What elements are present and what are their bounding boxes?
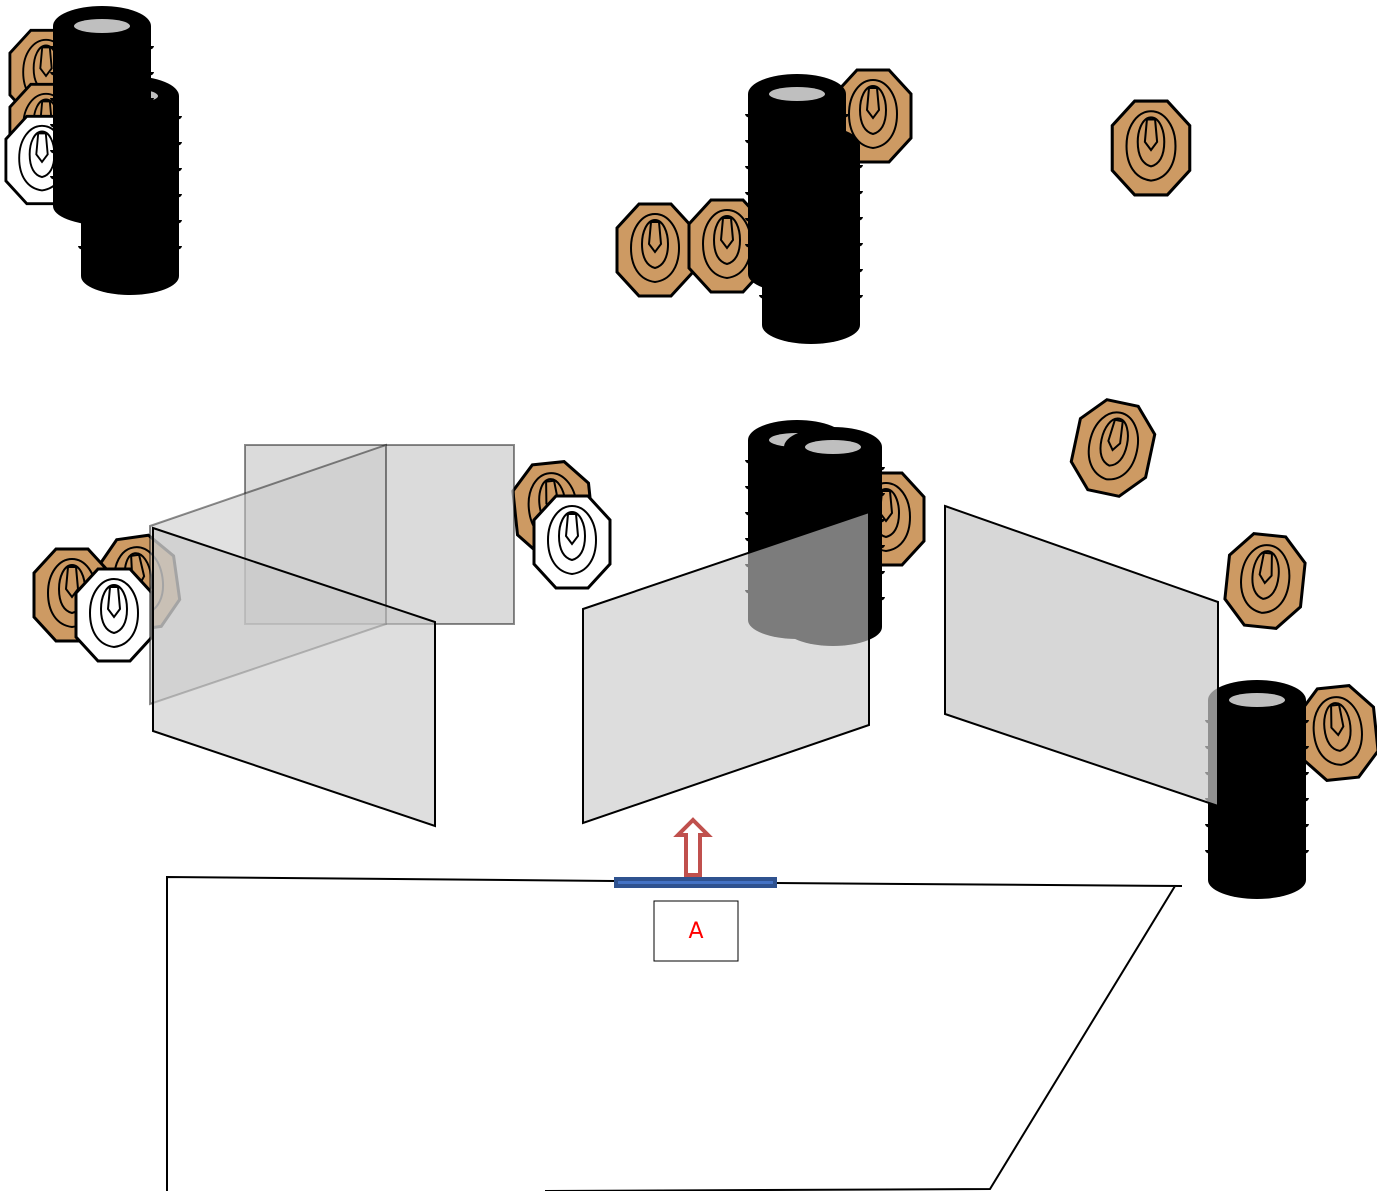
no-shoot-target-icon	[74, 567, 154, 663]
barrel-stack-icon	[50, 4, 154, 227]
start-position-label: A	[688, 919, 703, 944]
wall-panel-icon	[944, 504, 1219, 808]
fault-line	[614, 877, 777, 888]
arrow-up-icon	[673, 817, 713, 877]
paper-target-icon	[615, 202, 695, 298]
barrel-stack-icon	[1205, 678, 1309, 901]
paper-target-icon	[1293, 681, 1377, 785]
paper-target-icon	[1110, 99, 1192, 197]
wall-panel-icon	[152, 526, 436, 828]
shooting-area-boundary	[166, 875, 1183, 1191]
barrel-stack-icon	[745, 72, 849, 295]
start-label-box	[653, 900, 739, 962]
no-shoot-target-icon	[532, 494, 612, 590]
paper-target-icon	[1220, 529, 1310, 633]
paper-target-icon	[1064, 393, 1162, 503]
wall-panel-icon	[582, 510, 870, 825]
